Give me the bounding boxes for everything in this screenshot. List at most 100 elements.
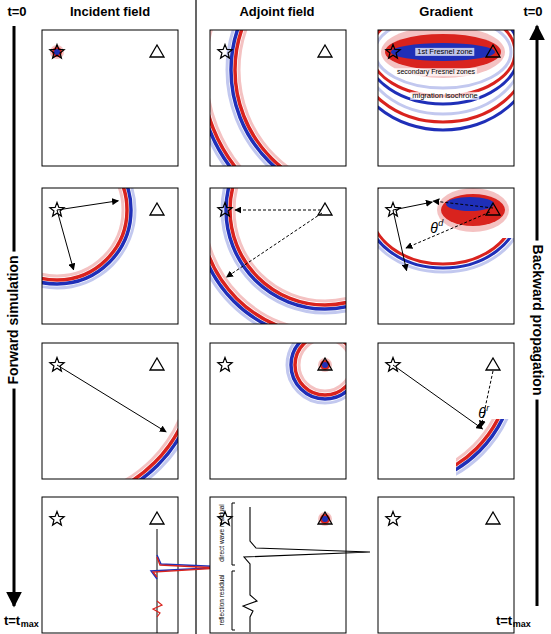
kernel-ring xyxy=(378,30,511,88)
column-header: Gradient xyxy=(419,5,472,19)
receiver-triangle xyxy=(150,358,164,370)
receiver-triangle xyxy=(318,512,332,524)
source-star xyxy=(218,358,232,372)
zone-label: secondary Fresnel zones xyxy=(395,68,477,76)
wavefront xyxy=(291,343,346,399)
kernel-ring xyxy=(378,188,514,272)
time-label: t=t xyxy=(496,614,512,628)
wavefront xyxy=(42,343,178,479)
wavefront xyxy=(234,188,346,301)
wavefront xyxy=(222,188,346,313)
source-star xyxy=(386,203,400,217)
source-star xyxy=(50,358,64,372)
point-source xyxy=(322,362,328,368)
seismogram-trace xyxy=(54,60,104,166)
wavefront xyxy=(42,188,135,288)
wavefront xyxy=(42,188,131,284)
time-label: t=0 xyxy=(7,5,26,19)
panel-border xyxy=(210,343,346,479)
wavefront xyxy=(42,497,178,633)
wavefront xyxy=(42,497,178,633)
wavefront xyxy=(226,188,346,309)
column-header: Incident field xyxy=(70,5,150,19)
range-bracket xyxy=(232,503,235,565)
panel-content xyxy=(378,188,514,272)
panel-border xyxy=(378,30,514,166)
panel-border xyxy=(210,30,346,166)
kernel-fragment xyxy=(456,419,514,479)
kernel-ring xyxy=(378,30,514,96)
source-star xyxy=(386,358,400,372)
panel-border xyxy=(42,30,178,166)
wavefront xyxy=(287,343,346,403)
panel-content xyxy=(378,343,514,479)
wavefront xyxy=(210,30,346,166)
angle-symbol: θ xyxy=(430,221,438,236)
fresnel-zone xyxy=(441,194,505,226)
kernel-ring xyxy=(378,188,514,264)
seismogram-trace xyxy=(243,507,370,632)
source-star xyxy=(50,203,64,217)
fresnel-zone xyxy=(381,30,505,78)
zone-label: 1st Fresnel zone xyxy=(415,48,474,56)
panel-ground xyxy=(378,497,514,633)
zone-label: migration isochrone xyxy=(410,92,479,100)
ray-arrow xyxy=(393,365,483,429)
source-star xyxy=(386,45,400,59)
ray-arrow xyxy=(406,212,490,248)
panel-border xyxy=(42,343,178,479)
wavefront xyxy=(210,188,346,324)
seismogram-trace xyxy=(153,601,162,617)
panel-border xyxy=(42,188,178,324)
receiver-triangle xyxy=(486,45,500,57)
panel-overlay xyxy=(57,201,118,270)
wavefront xyxy=(42,497,178,633)
seismogram-trace xyxy=(157,529,158,633)
panel-content xyxy=(210,188,346,324)
panel-overlay xyxy=(227,210,322,277)
wavefront xyxy=(456,419,514,479)
source-star xyxy=(386,512,400,526)
residual-label: reflection residual xyxy=(218,575,225,626)
receiver-triangle xyxy=(318,45,332,57)
wavefront xyxy=(210,188,346,324)
point-source xyxy=(318,358,332,372)
point-source xyxy=(318,512,332,526)
receiver-triangle xyxy=(486,358,500,370)
range-bracket xyxy=(232,571,235,630)
panel-content xyxy=(42,188,135,288)
point-source xyxy=(322,516,328,522)
source-star xyxy=(218,203,232,217)
wavefront xyxy=(210,30,346,166)
panel-border xyxy=(210,188,346,324)
receiver-triangle xyxy=(150,203,164,215)
ray-arrow xyxy=(57,210,74,270)
axis-label: Forward simulation xyxy=(4,251,23,388)
kernel-ring xyxy=(378,30,514,130)
panel-content xyxy=(42,343,178,479)
panel-ground xyxy=(378,30,514,166)
wavefront xyxy=(295,343,346,395)
ray-arrow xyxy=(393,210,407,270)
time-subscript: max xyxy=(21,620,39,630)
wavefront xyxy=(42,497,178,633)
source-star xyxy=(218,45,232,59)
wavefront xyxy=(227,30,346,166)
receiver-triangle xyxy=(486,512,500,524)
panel-border xyxy=(378,343,514,479)
ray-arrow xyxy=(57,201,118,210)
panel-content xyxy=(378,30,514,130)
wavefront xyxy=(210,188,346,324)
wavefront xyxy=(210,30,346,166)
source-star xyxy=(50,45,64,59)
wavefront xyxy=(210,188,346,324)
wavefront xyxy=(456,419,511,479)
fresnel-zone xyxy=(437,188,509,232)
panel-border xyxy=(378,188,514,324)
wavefront xyxy=(456,419,514,479)
ray-arrow xyxy=(433,201,493,208)
panel-overlay xyxy=(393,365,493,429)
kernel-ring xyxy=(378,30,514,122)
